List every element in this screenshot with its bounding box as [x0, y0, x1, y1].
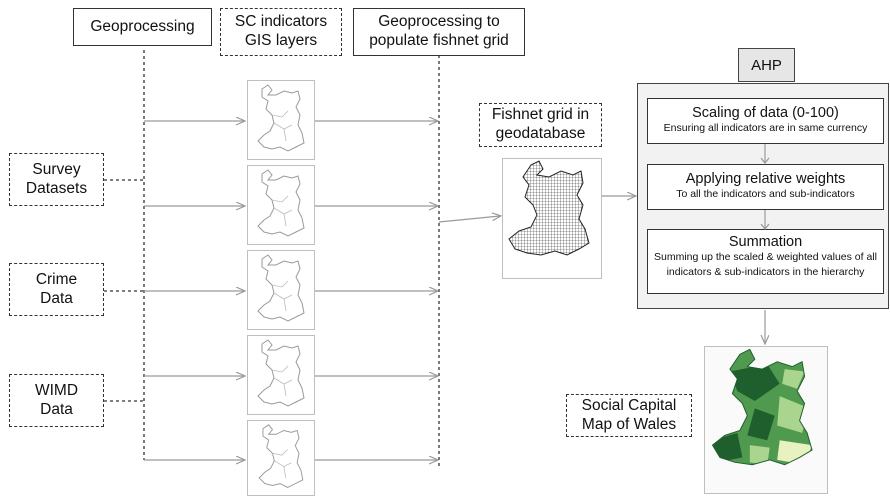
- ahp-tab: AHP: [738, 48, 795, 82]
- step-heading: Scaling of data (0-100): [692, 105, 839, 121]
- geoprocessing-label: Geoprocessing: [90, 17, 195, 35]
- ahp-step-arrows: [760, 144, 770, 230]
- populate-label-1: Geoprocessing to: [378, 13, 500, 31]
- step-detail: Ensuring all indicators are in same curr…: [663, 122, 868, 134]
- ahp-step-weights: Applying relative weights To all the ind…: [647, 164, 884, 210]
- survey-label-2: Datasets: [25, 179, 88, 197]
- fishnet-label-2: geodatabase: [495, 125, 586, 142]
- output-label-2: Map of Wales: [581, 415, 677, 433]
- fishnet-grid-map: [502, 158, 602, 279]
- wimd-label-1: WIMD: [34, 381, 79, 399]
- sc-indicators-label-1: SC indicators: [234, 13, 328, 31]
- ahp-title: AHP: [751, 56, 782, 74]
- sc-indicators-label-2: GIS layers: [244, 32, 318, 49]
- gis-layer-map-2: [247, 165, 315, 245]
- crime-label-2: Data: [40, 289, 73, 307]
- fishnet-label-box: Fishnet grid in geodatabase: [479, 103, 602, 147]
- gis-layer-map-1: [247, 80, 315, 160]
- ahp-step-summation: Summation Summing up the scaled & weight…: [647, 229, 884, 294]
- fishnet-label-1: Fishnet grid in: [491, 106, 590, 124]
- gis-layer-map-3: [247, 250, 315, 330]
- survey-datasets-box: Survey Datasets: [9, 153, 104, 206]
- populate-fishnet-header: Geoprocessing to populate fishnet grid: [353, 8, 525, 56]
- survey-label-1: Survey: [32, 160, 81, 178]
- step-detail: Summing up the scaled & weighted values …: [654, 251, 877, 278]
- output-label-1: Social Capital: [581, 396, 677, 414]
- sc-indicators-header: SC indicators GIS layers: [220, 8, 342, 56]
- ahp-step-scaling: Scaling of data (0-100) Ensuring all ind…: [647, 98, 884, 144]
- populate-label-2: populate fishnet grid: [369, 32, 509, 49]
- crime-data-box: Crime Data: [9, 263, 104, 316]
- wimd-label-2: Data: [40, 400, 73, 418]
- wimd-data-box: WIMD Data: [9, 374, 104, 427]
- step-heading: Applying relative weights: [685, 171, 846, 187]
- gis-layer-map-4: [247, 335, 315, 415]
- crime-label-1: Crime: [35, 270, 78, 288]
- geoprocessing-header: Geoprocessing: [73, 8, 212, 46]
- step-detail: To all the indicators and sub-indicators: [676, 188, 855, 200]
- step-heading: Summation: [728, 234, 803, 250]
- social-capital-map: [704, 346, 828, 494]
- social-capital-label-box: Social Capital Map of Wales: [566, 394, 692, 437]
- gis-layer-map-5: [247, 420, 315, 496]
